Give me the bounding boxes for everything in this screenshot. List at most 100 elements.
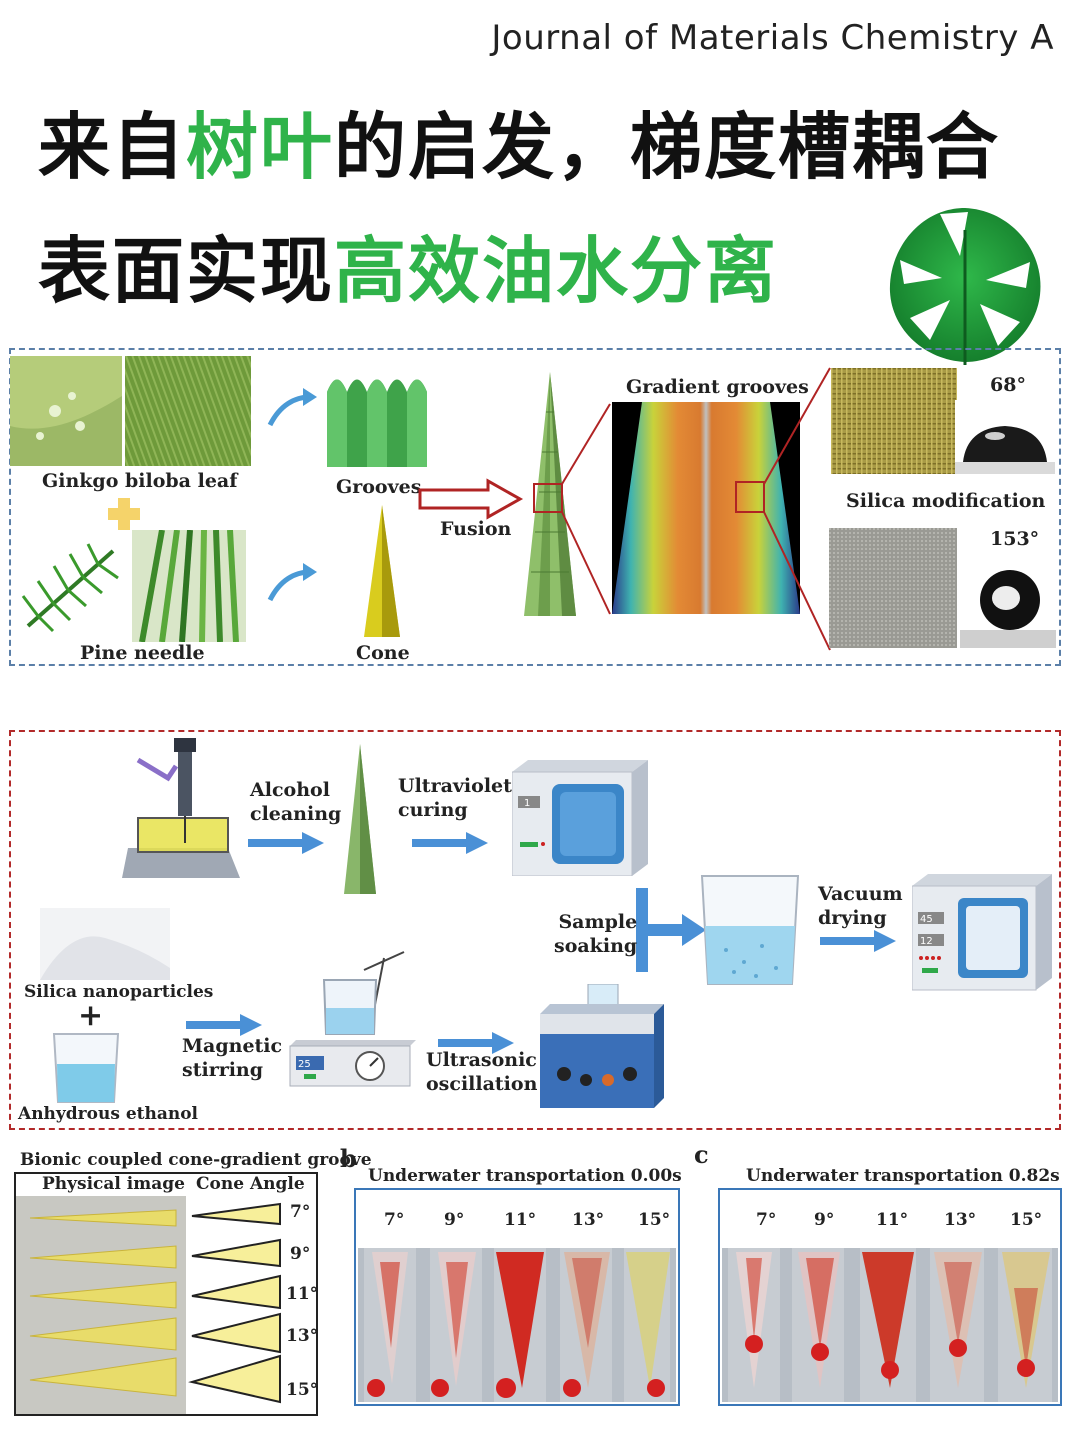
fusion-arrow-icon	[418, 478, 524, 520]
headline-highlight: 树叶	[186, 105, 335, 189]
grooves-model-icon	[327, 379, 427, 467]
process-arrow-icon	[412, 832, 488, 854]
label-line: cleaning	[250, 803, 342, 825]
angle-label: 15°	[286, 1380, 319, 1400]
contact-angle-value: 68°	[990, 374, 1026, 396]
transport-title-c: Underwater transportation 0.82s	[746, 1166, 1060, 1186]
curved-arrow-icon	[267, 563, 317, 602]
zoom-connector-lines	[561, 403, 611, 615]
3d-printer-icon	[122, 738, 240, 878]
alcohol-cleaning-label: Alcohol cleaning	[250, 778, 341, 826]
zoom-connector-lines	[763, 367, 831, 651]
magnetic-stirrer-icon: 25	[289, 951, 416, 1087]
pine-needle-label: Pine needle	[80, 642, 205, 664]
subfigure-c-letter: c	[694, 1140, 709, 1169]
ethanol-beaker-icon	[52, 1033, 120, 1103]
label-line: Alcohol	[250, 779, 330, 801]
pine-needle-photo	[132, 530, 246, 642]
process-arrow-icon	[820, 930, 896, 952]
fusion-label: Fusion	[440, 518, 512, 540]
pine-branch-photo	[21, 543, 119, 633]
angle-label: 15°	[1010, 1210, 1043, 1230]
subfigure-b-letter: b	[340, 1144, 357, 1173]
stirrer-display: 25	[298, 1059, 311, 1070]
ultrasonic-oscillation-label: Ultrasonic oscillation	[426, 1048, 537, 1096]
water-droplet-153-icon	[960, 556, 1056, 648]
label-line: Ultraviolet	[398, 775, 512, 797]
angle-label: 11°	[876, 1210, 909, 1230]
printed-cone-icon	[344, 744, 376, 894]
oven-display: 1	[524, 798, 530, 809]
label-line: drying	[818, 907, 887, 929]
angle-label: 9°	[814, 1210, 835, 1230]
label-line: Magnetic	[182, 1035, 283, 1057]
angle-label: 13°	[572, 1210, 605, 1230]
oven-display: 45	[920, 914, 933, 925]
physical-image-header: Physical image	[42, 1174, 185, 1194]
merge-arrow-icon	[636, 888, 706, 972]
plus-icon	[108, 498, 140, 530]
ginkgo-leaf-photo	[10, 356, 122, 466]
grooves-label: Grooves	[336, 476, 422, 498]
angle-label: 7°	[290, 1202, 311, 1222]
angle-label: 7°	[756, 1210, 777, 1230]
ultrasonic-bath-icon	[540, 984, 664, 1108]
cone-angle-triangles	[188, 1202, 281, 1404]
uv-curing-label: Ultraviolet curing	[398, 774, 512, 822]
gradient-grooves-label: Gradient grooves	[626, 376, 809, 398]
angle-label: 13°	[286, 1326, 319, 1346]
cone-samples-photo	[16, 1196, 186, 1414]
angle-label: 11°	[286, 1284, 319, 1304]
silica-powder-photo	[40, 908, 170, 980]
soaking-beaker-icon	[700, 875, 800, 985]
journal-name: Journal of Materials Chemistry A	[491, 18, 1054, 58]
process-arrow-icon	[438, 1032, 514, 1054]
headline-text: 的启发，梯度槽耦合	[334, 105, 1001, 189]
headline-text: 表面实现	[38, 229, 335, 313]
ginkgo-microstructure-photo	[125, 356, 251, 466]
label-line: oscillation	[426, 1073, 538, 1095]
transport-panel-b	[354, 1188, 680, 1406]
curved-arrow-icon	[267, 388, 317, 427]
fused-cone-model-icon	[524, 372, 576, 616]
transport-photos-b	[358, 1248, 676, 1402]
label-line: Ultrasonic	[426, 1049, 537, 1071]
label-line: soaking	[554, 935, 638, 957]
angle-label: 15°	[638, 1210, 671, 1230]
magnetic-stirring-label: Magnetic stirring	[182, 1034, 282, 1082]
anhydrous-ethanol-label: Anhydrous ethanol	[18, 1104, 199, 1124]
cone-label: Cone	[356, 642, 410, 664]
mesh-surface-photo	[831, 368, 957, 474]
gradient-grooves-heatmap	[612, 402, 800, 614]
monstera-leaf-icon	[889, 208, 1041, 365]
angle-label: 9°	[290, 1244, 311, 1264]
label-line: stirring	[182, 1059, 264, 1081]
sample-soaking-label: Sample soaking	[554, 910, 637, 958]
panel-a-frame	[9, 348, 1061, 666]
headline-text: 来自	[38, 105, 187, 189]
headline-line-2: 表面实现高效油水分离	[38, 212, 778, 317]
headline-highlight: 高效油水分离	[334, 229, 779, 313]
plus-sign: +	[78, 998, 104, 1033]
silica-nanoparticles-label: Silica nanoparticles	[24, 982, 214, 1002]
angle-label: 7°	[384, 1210, 405, 1230]
transport-title-b: Underwater transportation 0.00s	[368, 1166, 682, 1186]
angle-label: 13°	[944, 1210, 977, 1230]
panel-b-frame	[9, 730, 1061, 1130]
contact-angle-value: 153°	[990, 528, 1040, 550]
transport-photos-c	[722, 1248, 1058, 1402]
vacuum-drying-label: Vacuum drying	[818, 882, 903, 930]
transport-panel-c	[718, 1188, 1062, 1406]
bionic-cone-title: Bionic coupled cone-gradient groove	[20, 1150, 372, 1170]
oven-display: 12	[920, 936, 933, 947]
label-line: curing	[398, 799, 468, 821]
label-line: Sample	[558, 911, 638, 933]
angle-label: 9°	[444, 1210, 465, 1230]
cone-angle-header: Cone Angle	[196, 1174, 305, 1194]
process-arrow-icon	[186, 1014, 262, 1036]
headline-line-1: 来自树叶的启发，梯度槽耦合	[38, 88, 1000, 193]
angle-label: 11°	[504, 1210, 537, 1230]
ginkgo-label: Ginkgo biloba leaf	[42, 470, 238, 492]
cone-model-icon	[364, 505, 400, 637]
vacuum-oven-icon: 45 12	[912, 874, 1052, 991]
